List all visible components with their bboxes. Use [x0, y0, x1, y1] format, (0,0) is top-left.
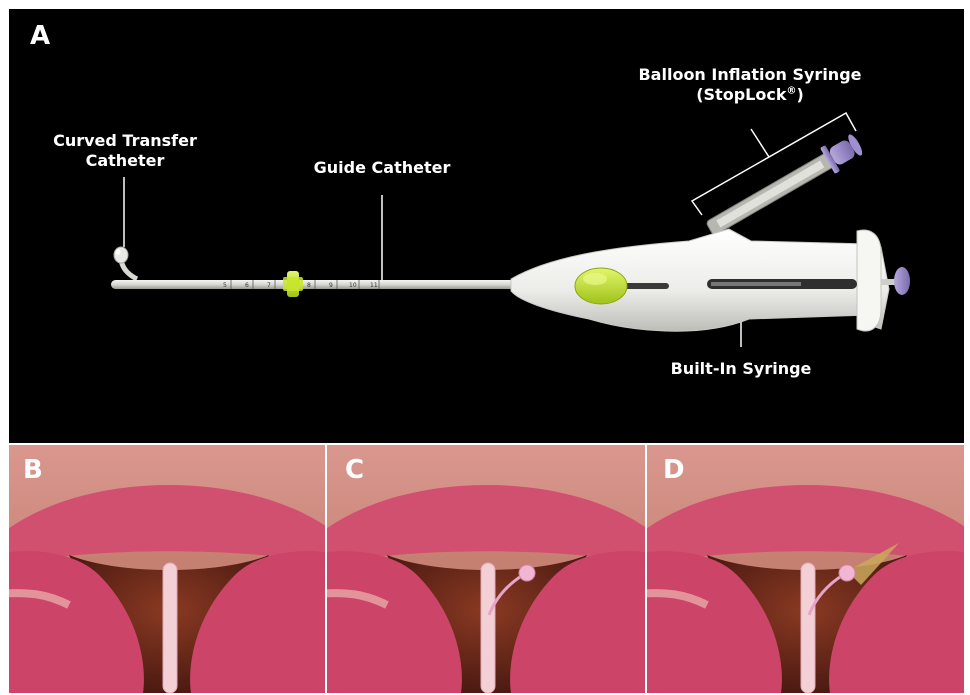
- guide-catheter: 5 6 7 8 9 10 11 12: [111, 271, 521, 297]
- registered-mark: ®: [786, 85, 796, 96]
- label-curved-transfer-catheter-line1: Curved Transfer: [27, 131, 223, 151]
- label-curved-transfer-catheter-line2: Catheter: [27, 151, 223, 171]
- label-built-in-syringe: Built-In Syringe: [641, 359, 841, 379]
- balloon-syringe-leader: [751, 129, 769, 157]
- uterus-illustration-d: [647, 445, 964, 693]
- stoplock-prefix: (StopLock: [696, 85, 786, 104]
- advancement-slider: [575, 268, 627, 304]
- panel-letter-c: C: [345, 457, 364, 483]
- label-guide-catheter: Guide Catheter: [292, 158, 472, 178]
- stoplock-suffix: ): [796, 85, 803, 104]
- depth-stopper: [283, 271, 303, 297]
- scale-mark-5: 5: [223, 282, 227, 289]
- panel-b: B: [9, 445, 325, 693]
- panel-letter-b: B: [23, 457, 43, 483]
- balloon-inflation-syringe: [702, 130, 866, 242]
- scale-mark-9: 9: [329, 282, 333, 289]
- uterus-illustration-c: [327, 445, 645, 693]
- label-balloon-inflation-syringe-line2: (StopLock®): [605, 85, 895, 105]
- uterus-illustration-b: [9, 445, 325, 693]
- label-balloon-inflation-syringe: Balloon Inflation Syringe (StopLock®): [605, 65, 895, 104]
- scale-mark-10: 10: [349, 282, 357, 289]
- panel-d: D: [647, 445, 964, 693]
- panel-letter-a: A: [30, 23, 50, 49]
- device-photo-panel: 5 6 7 8 9 10 11 12: [9, 9, 964, 443]
- scale-mark-7: 7: [267, 282, 271, 289]
- curved-transfer-catheter: [114, 247, 137, 279]
- label-curved-transfer-catheter: Curved Transfer Catheter: [27, 131, 223, 170]
- device-handle: [511, 229, 910, 331]
- scale-mark-6: 6: [245, 282, 249, 289]
- label-balloon-inflation-syringe-line1: Balloon Inflation Syringe: [605, 65, 895, 85]
- panel-c: C: [327, 445, 645, 693]
- panel-letter-d: D: [663, 457, 685, 483]
- scale-mark-12: 12: [371, 282, 379, 289]
- scale-mark-8: 8: [307, 282, 311, 289]
